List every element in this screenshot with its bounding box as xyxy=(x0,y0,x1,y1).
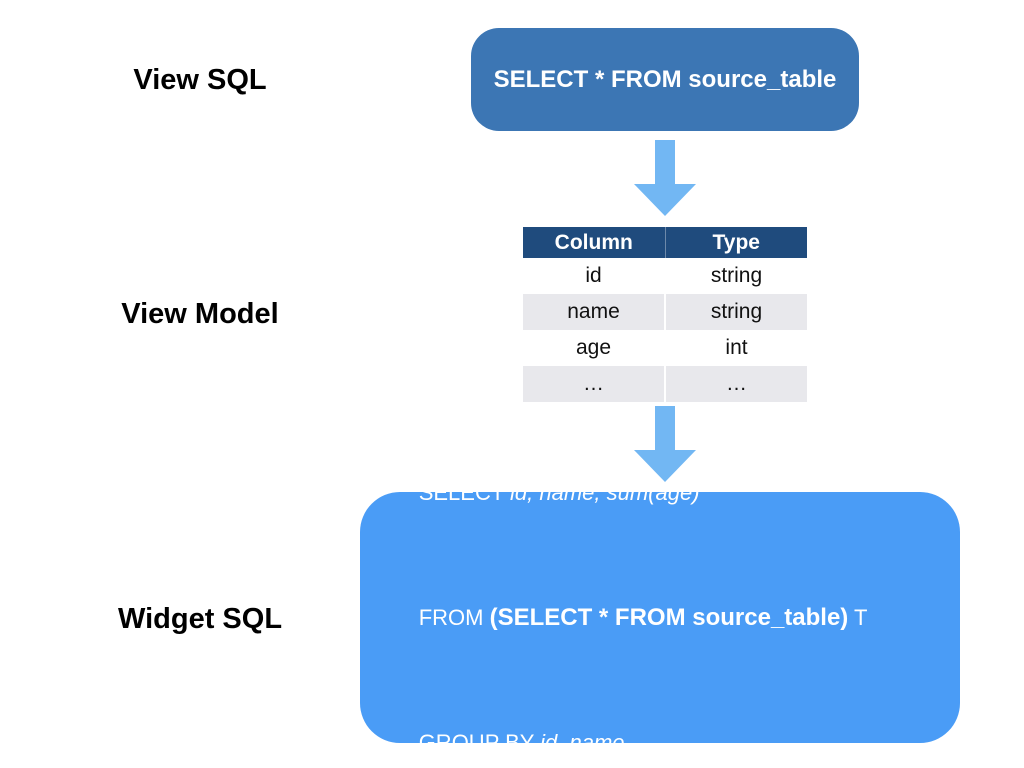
down-arrow-icon xyxy=(634,140,696,216)
table-cell: string xyxy=(664,294,807,330)
table-row: … … xyxy=(523,366,807,402)
table-cell: id xyxy=(585,264,602,287)
view-sql-box: SELECT * FROM source_table xyxy=(471,28,859,131)
sql-segment: id, name, sum(age) xyxy=(510,479,700,505)
table-row: name string xyxy=(523,294,807,330)
sql-line-group-by: GROUP BY id, name xyxy=(382,698,944,768)
down-arrow-icon xyxy=(634,406,696,482)
sql-segment: SELECT xyxy=(418,479,510,505)
view-model-table: Column Type id string name string age in… xyxy=(523,227,807,402)
sql-segment: (SELECT * FROM source_table) xyxy=(489,603,849,631)
view-model-label: View Model xyxy=(121,298,279,330)
view-sql-label: View SQL xyxy=(133,64,267,96)
table-cell: … xyxy=(583,372,604,395)
view-sql-text: SELECT * FROM source_table xyxy=(493,65,837,93)
table-cell: int xyxy=(664,330,807,366)
sql-segment: T xyxy=(848,604,868,630)
sql-segment: FROM xyxy=(418,604,490,630)
table-cell: … xyxy=(664,366,807,402)
sql-line-from: FROM (SELECT * FROM source_table) T xyxy=(382,573,944,663)
table-cell: string xyxy=(664,258,807,294)
sql-line-select: SELECT id, name, sum(age) xyxy=(382,448,944,538)
widget-sql-box: SELECT id, name, sum(age) FROM (SELECT *… xyxy=(360,480,960,755)
table-header-row: Column Type xyxy=(523,227,807,258)
column-header-cell: Column xyxy=(523,227,665,258)
table-cell: age xyxy=(575,336,612,359)
sql-segment: id, name xyxy=(540,729,625,755)
sql-segment: GROUP BY xyxy=(418,729,541,755)
table-row: age int xyxy=(523,330,807,366)
widget-sql-label: Widget SQL xyxy=(117,603,283,635)
type-header-cell: Type xyxy=(664,227,807,258)
table-row: id string xyxy=(523,258,807,294)
table-cell: name xyxy=(567,300,620,323)
